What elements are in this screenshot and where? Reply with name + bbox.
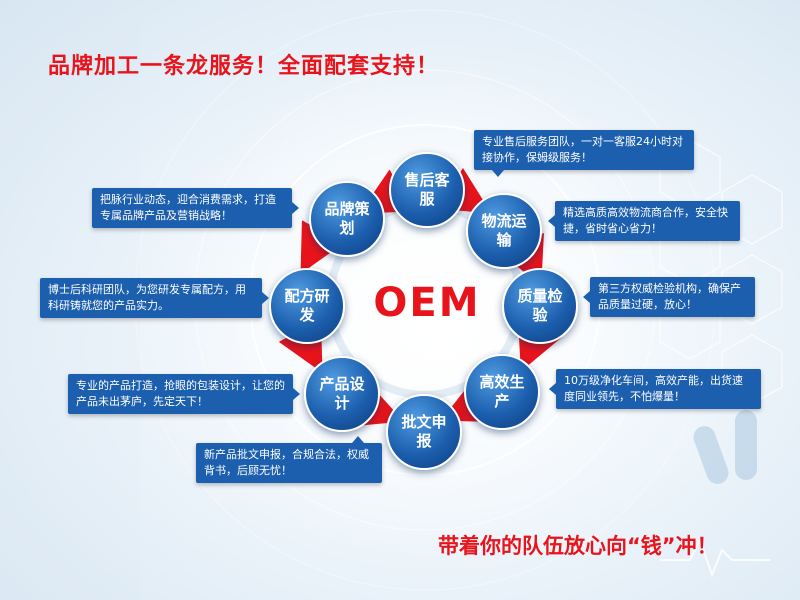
- callout-aftersales: 专业售后服务团队，一对一客服24小时对接协作，保姆级服务！: [474, 130, 694, 177]
- callout-logistics: 精选高质高效物流商合作，安全快捷，省时省心省力！: [548, 201, 740, 241]
- step-label: 售后客服: [404, 171, 450, 208]
- step-label: 配方研发: [284, 287, 330, 324]
- headline: 品牌加工一条龙服务！全面配套支持！: [48, 54, 440, 79]
- step-production[interactable]: 高效生产: [464, 354, 540, 430]
- step-logistics[interactable]: 物流运输: [466, 193, 542, 269]
- step-brand-planning[interactable]: 品牌策划: [309, 181, 385, 257]
- step-label: 品牌策划: [324, 200, 370, 237]
- step-approval[interactable]: 批文申报: [386, 394, 462, 470]
- step-product-design[interactable]: 产品设计: [304, 356, 380, 432]
- callout-brand-planning: 把脉行业动态，迎合消费需求，打造专属品牌产品及营销战略！: [92, 188, 299, 228]
- callout-production: 10万级净化车间，高效产能，出货速度同业领先，不怕爆量！: [549, 369, 761, 409]
- step-label: 质量检验: [517, 287, 563, 324]
- callout-formula-rnd: 博士后科研团队，为您研发专属配方，用科研铸就您的产品实力。: [40, 278, 269, 318]
- step-formula-rnd[interactable]: 配方研发: [269, 268, 345, 344]
- step-quality-inspection[interactable]: 质量检验: [502, 268, 578, 344]
- oem-logo: OEM: [373, 280, 481, 326]
- callout-quality-inspection: 第三方权威检验机构，确保产品质量过硬，放心！: [583, 277, 755, 317]
- step-label: 物流运输: [481, 212, 527, 249]
- step-label: 高效生产: [479, 373, 525, 410]
- step-label: 产品设计: [319, 375, 365, 412]
- step-label: 批文申报: [401, 413, 447, 450]
- arrow-rnd-to-design: [278, 319, 323, 373]
- step-aftersales[interactable]: 售后客服: [389, 152, 465, 228]
- callout-product-design: 专业的产品打造，抢眼的包装设计，让您的产品未出茅庐，先定天下！: [68, 374, 300, 414]
- tagline: 带着你的队伍放心向“钱”冲！: [438, 534, 718, 558]
- arrow-branding-to-rnd: [300, 220, 345, 274]
- callout-approval: 新产品批文申报，合规合法，权威背书，后顾无忧！: [196, 436, 382, 483]
